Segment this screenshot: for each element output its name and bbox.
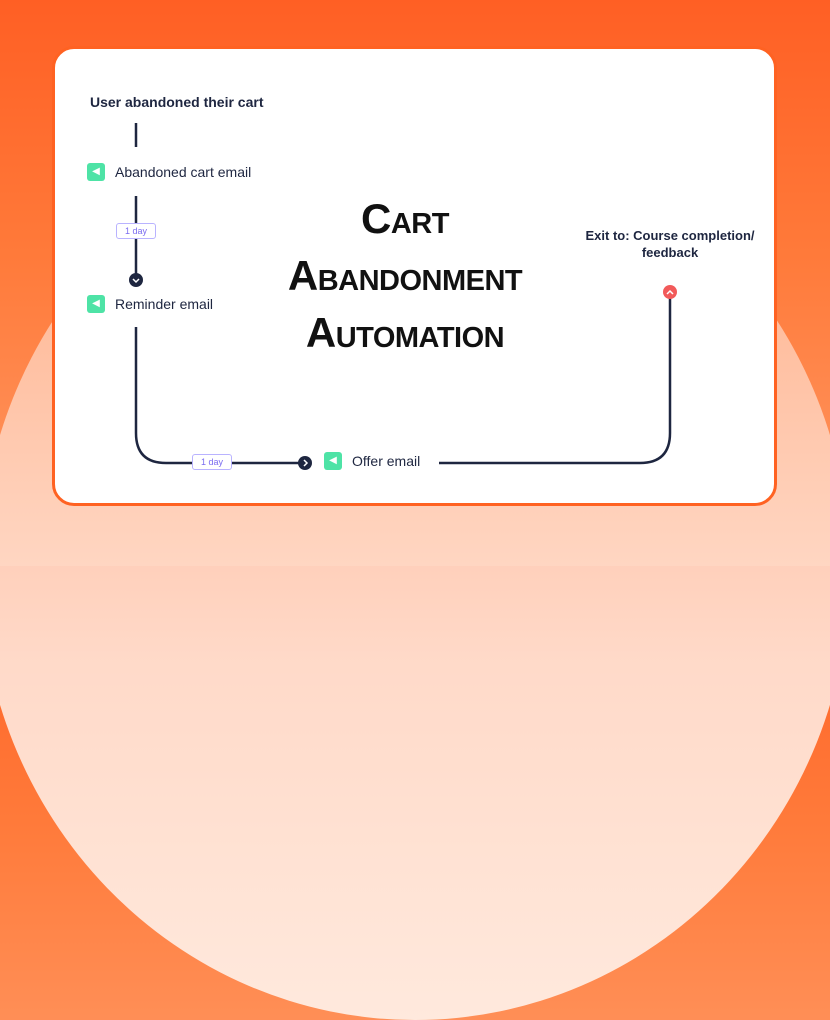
- megaphone-icon: ◀: [87, 295, 105, 313]
- chevron-down-icon: [129, 273, 143, 287]
- megaphone-icon: ◀: [324, 452, 342, 470]
- delay-badge: 1 day: [192, 454, 232, 470]
- step-abandoned-cart-email[interactable]: Abandoned cart email: [115, 164, 252, 180]
- chevron-right-icon: [298, 456, 312, 470]
- megaphone-icon: ◀: [87, 163, 105, 181]
- step-offer-email[interactable]: Offer email: [352, 453, 421, 469]
- connector-exit: [439, 295, 672, 465]
- exit-label: Exit to: Course completion/feedback: [585, 228, 755, 260]
- delay-badge: 1 day: [116, 223, 156, 239]
- flow-connectors: [129, 123, 677, 470]
- step-reminder-email[interactable]: Reminder email: [115, 296, 214, 312]
- diagram-card: [52, 46, 777, 506]
- start-trigger: User abandoned their cart: [90, 94, 264, 110]
- connector-2: [134, 327, 300, 465]
